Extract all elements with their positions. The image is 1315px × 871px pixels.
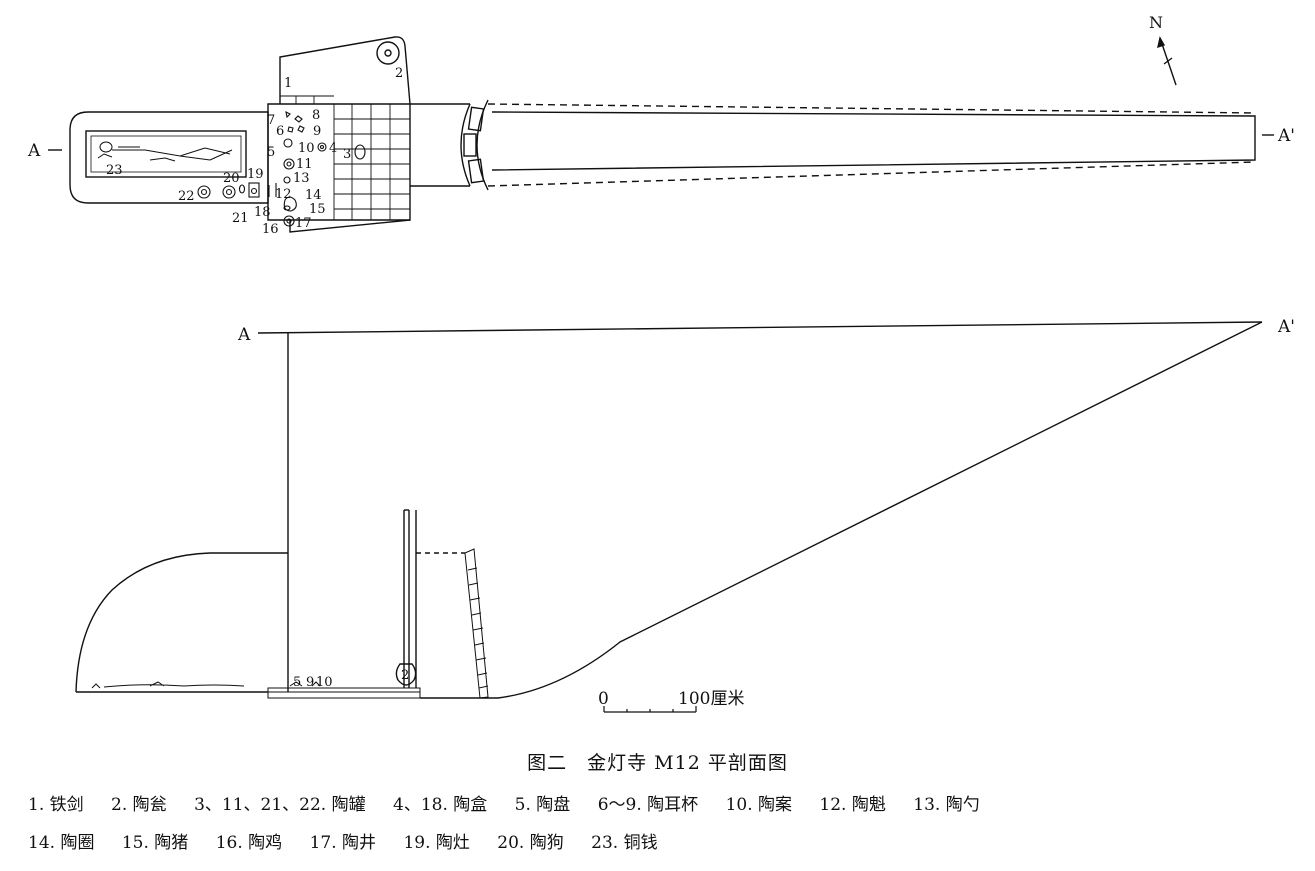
tomb-drawing: A A' N 1 2 7 8 6 9 5 10 4 3 11 13 20 19 …: [27, 13, 1295, 713]
section-a-prime-label: A': [1277, 317, 1295, 337]
skeleton: [97, 141, 233, 162]
item-1: 1: [284, 76, 292, 91]
passage: [410, 103, 470, 187]
section-view: [75, 321, 1263, 713]
grave-goods: [197, 111, 366, 227]
figure-caption: 图二 金灯寺 M12 平剖面图: [527, 752, 788, 774]
item-14: 14: [305, 188, 322, 203]
scale-zero: 0: [598, 689, 609, 709]
scale-label: 100厘米: [678, 689, 744, 709]
item-16: 16: [262, 222, 279, 237]
plan-view: [48, 36, 1274, 233]
item-9: 9: [313, 124, 321, 139]
section-item-9: 9: [306, 675, 314, 690]
legend-item: 2. 陶瓮: [111, 795, 167, 815]
item-7: 7: [267, 113, 275, 128]
legend-item: 20. 陶狗: [497, 833, 564, 853]
brick-floor: [280, 95, 411, 221]
item-18: 18: [254, 205, 271, 220]
item-10: 10: [298, 141, 315, 156]
legend-item: 16. 陶鸡: [215, 833, 283, 853]
blocking-wall: [460, 99, 489, 191]
compass-label: N: [1149, 13, 1163, 32]
item-13: 13: [293, 171, 310, 186]
plan-labels: A A' N 1 2 7 8 6 9 5 10 4 3 11 13 20 19 …: [27, 13, 1295, 237]
floor-remains: [91, 681, 321, 689]
section-item-10: 10: [316, 675, 333, 690]
item-21: 21: [232, 211, 249, 226]
section-a-label: A: [237, 325, 251, 345]
item-15: 15: [309, 202, 326, 217]
legend-line-2: 14. 陶圈 15. 陶猪 16. 陶鸡 17. 陶井 19. 陶灶 20. 陶…: [28, 828, 680, 853]
coffin: [85, 130, 247, 178]
section-item-2: 2: [401, 668, 409, 683]
scale-bar: [603, 706, 697, 713]
legend-item: 14. 陶圈: [28, 833, 95, 853]
coffin-chamber-outline: [69, 111, 269, 204]
section-item-5: 5: [293, 675, 301, 690]
chamber-vault: [75, 552, 288, 693]
ground-line: [257, 321, 1263, 334]
legend-item: 5. 陶盘: [514, 795, 571, 815]
jar-2-plan: [376, 41, 400, 65]
legend-item: 13. 陶勺: [913, 795, 980, 815]
item-3: 3: [343, 147, 351, 162]
legend-item: 15. 陶猪: [121, 833, 189, 853]
pit-outline-dashed: [487, 103, 1256, 187]
item-4: 4: [329, 141, 337, 156]
blocking-wall-section: [464, 548, 489, 699]
item-12: 12: [275, 187, 292, 202]
section-mark-a: A: [27, 141, 41, 161]
item-17: 17: [295, 216, 312, 231]
section-labels: A A' 5 9 10 2 0 100厘米: [237, 317, 1295, 709]
item-19: 19: [247, 167, 264, 182]
floor-bricks: [267, 687, 421, 699]
item-11: 11: [296, 157, 313, 172]
side-chamber-bottom: [289, 219, 411, 233]
north-arrow: [1157, 36, 1177, 86]
item-20: 20: [223, 171, 240, 186]
item-5: 5: [267, 145, 275, 160]
item-2: 2: [395, 66, 403, 81]
legend-item: 19. 陶灶: [403, 833, 470, 853]
dromos-slope: [497, 321, 1263, 699]
side-chamber-top: [279, 36, 411, 105]
item-8: 8: [312, 108, 320, 123]
legend-item: 23. 铜钱: [591, 833, 658, 853]
jar-2-section: [395, 663, 417, 686]
dromos: [491, 111, 1256, 171]
legend-item: 10. 陶案: [725, 795, 793, 815]
item-6: 6: [276, 124, 284, 139]
legend-line-1: 1. 铁剑 2. 陶瓮 3、11、21、22. 陶罐 4、18. 陶盒 5. 陶…: [28, 790, 1002, 815]
section-mark-a-prime: A': [1277, 126, 1295, 146]
legend-item: 3、11、21、22. 陶罐: [194, 795, 366, 815]
item-23: 23: [106, 163, 123, 178]
legend-item: 6～9. 陶耳杯: [597, 795, 699, 815]
legend-item: 12. 陶魁: [819, 795, 886, 815]
legend-item: 17. 陶井: [309, 833, 377, 853]
legend-item: 4、18. 陶盒: [393, 795, 488, 815]
item-22: 22: [178, 189, 195, 204]
legend-item: 1. 铁剑: [28, 795, 84, 815]
